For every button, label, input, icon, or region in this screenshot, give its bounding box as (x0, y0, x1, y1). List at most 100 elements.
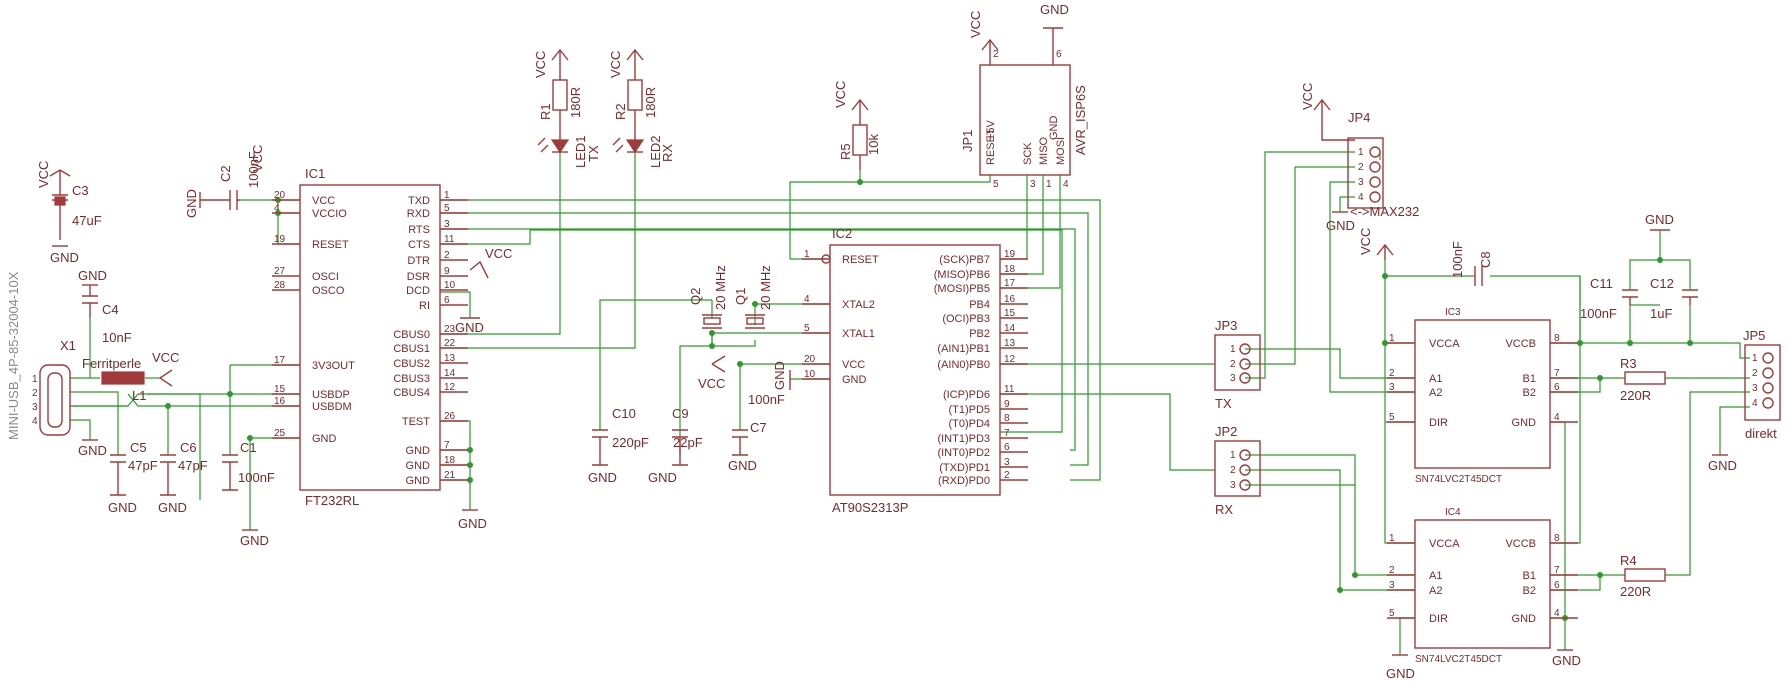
pin-number: 9 (444, 266, 450, 277)
pin-name: CBUS3 (393, 373, 430, 385)
pin-number: 7 (1554, 368, 1560, 379)
jp1-isp: JP1 AVR_ISP6S VCC GND 2+5V6GND5RESET3SCK… (960, 2, 1088, 190)
svg-text:GND: GND (1552, 653, 1581, 668)
pin-number: 4 (1554, 608, 1560, 619)
svg-text:TX: TX (1215, 396, 1232, 411)
svg-text:10k: 10k (866, 134, 881, 155)
svg-text:GND: GND (1708, 458, 1737, 473)
svg-text:GND: GND (772, 361, 787, 390)
svg-text:3: 3 (1230, 480, 1236, 491)
x1-ref: X1 (60, 338, 76, 353)
svg-text:GND: GND (648, 470, 677, 485)
svg-text:100nF: 100nF (1450, 241, 1465, 278)
pin-name: B1 (1523, 570, 1536, 582)
pin-name: B2 (1523, 585, 1536, 597)
svg-text:JP1: JP1 (960, 130, 975, 152)
pin-name: VCC (312, 195, 335, 207)
pin-name: A2 (1429, 585, 1442, 597)
pin-number: 2 (993, 49, 999, 60)
pin-name: TEST (402, 416, 430, 428)
capacitor-c4: GND C4 10nF (78, 268, 132, 345)
svg-text:2: 2 (1358, 162, 1364, 173)
pin-number: 28 (274, 280, 286, 291)
svg-text:20 MHz: 20 MHz (713, 265, 728, 310)
pin-number: 7 (444, 440, 450, 451)
svg-text:2: 2 (1230, 359, 1236, 370)
svg-text:2: 2 (32, 388, 38, 399)
svg-text:100nF: 100nF (238, 470, 275, 485)
pin-number: 11 (1004, 384, 1015, 395)
pin-name: VCC (842, 359, 865, 371)
junctions (115, 179, 1693, 621)
pin-name: RESET (985, 128, 997, 165)
capacitor-c3: VCC C3 47uF GND (36, 161, 102, 265)
pin-name: (ICP)PD6 (943, 389, 990, 401)
svg-text:GND: GND (158, 500, 187, 515)
pin-name: (TXD)PD1 (939, 462, 990, 474)
svg-text:IC2: IC2 (832, 226, 852, 241)
svg-text:4: 4 (1358, 192, 1364, 203)
svg-text:C5: C5 (130, 440, 147, 455)
pin-number: 10 (804, 369, 816, 380)
pin-name: (INT1)PD3 (937, 433, 990, 445)
pin-number: 4 (1063, 179, 1069, 190)
pin-name: GND (842, 374, 867, 386)
pin-number: 6 (1056, 49, 1062, 60)
pin-name: (MOSI)PB5 (934, 283, 990, 295)
capacitor-c12: C12 1uF (1650, 276, 1698, 321)
pin-name: (RXD)PD0 (938, 475, 990, 487)
pin-number: 5 (1389, 608, 1395, 619)
crystal-q1: Q1 20 MHz (733, 265, 773, 329)
jp5-header: 1 2 3 4 JP5 direkt GND (1708, 328, 1781, 473)
x1-part: MINI-USB_4P-85-32004-10X (6, 271, 21, 440)
svg-text:C11: C11 (1590, 276, 1613, 291)
svg-text:IC4: IC4 (1445, 507, 1461, 518)
pin-name: +5V (985, 119, 997, 140)
capacitor-c2: GND C2 100nF VCC (184, 145, 265, 218)
pin-name: CBUS0 (393, 329, 430, 341)
svg-text:1: 1 (1752, 353, 1758, 364)
pin-number: 7 (1554, 565, 1560, 576)
pin-number: 8 (1004, 413, 1010, 424)
svg-text:FT232RL: FT232RL (305, 493, 359, 508)
svg-text:GND: GND (458, 516, 487, 531)
pin-number: 4 (274, 203, 280, 214)
svg-text:Q1: Q1 (733, 288, 748, 305)
pin-number: 27 (274, 266, 286, 277)
pin-number: 12 (1004, 354, 1016, 365)
svg-text:47uF: 47uF (72, 213, 102, 228)
svg-text:100nF: 100nF (1580, 306, 1617, 321)
pin-name: (T0)PD4 (948, 418, 990, 430)
capacitor-c11: C11 100nF (1580, 276, 1638, 321)
vcc-ic1-cts: VCC GND (455, 246, 512, 335)
svg-text:VCC: VCC (608, 51, 623, 78)
svg-text:R1: R1 (538, 103, 553, 120)
svg-text:22pF: 22pF (673, 435, 703, 450)
svg-text:220R: 220R (1620, 584, 1651, 599)
svg-text:LED2: LED2 (648, 135, 663, 168)
pin-number: 22 (444, 338, 456, 349)
svg-text:GND: GND (78, 443, 107, 458)
svg-text:R3: R3 (1620, 356, 1637, 371)
svg-text:GND: GND (588, 470, 617, 485)
pin-number: 16 (1004, 294, 1016, 305)
svg-text:220R: 220R (1620, 388, 1651, 403)
pin-number: 4 (804, 294, 810, 305)
pin-name: DCD (406, 285, 430, 297)
svg-text:R2: R2 (613, 103, 628, 120)
svg-text:VCC: VCC (698, 376, 725, 391)
capacitor-c6: C6 47pF GND (158, 440, 208, 515)
jp3-header: 1 2 3 JP3 TX (1214, 318, 1261, 411)
resistor-r3: R3 220R (1620, 356, 1666, 403)
svg-text:RX: RX (1215, 502, 1233, 517)
svg-text:JP2: JP2 (1215, 424, 1237, 439)
svg-text:VCC: VCC (1300, 83, 1315, 110)
svg-text:4: 4 (1752, 398, 1758, 409)
svg-text:100nF: 100nF (246, 151, 261, 188)
pin-name: MOSI (1055, 137, 1067, 165)
pin-name: GND (1512, 613, 1537, 625)
pin-name: XTAL1 (842, 328, 875, 340)
pin-name: DIR (1429, 613, 1448, 625)
svg-text:1: 1 (1230, 450, 1236, 461)
